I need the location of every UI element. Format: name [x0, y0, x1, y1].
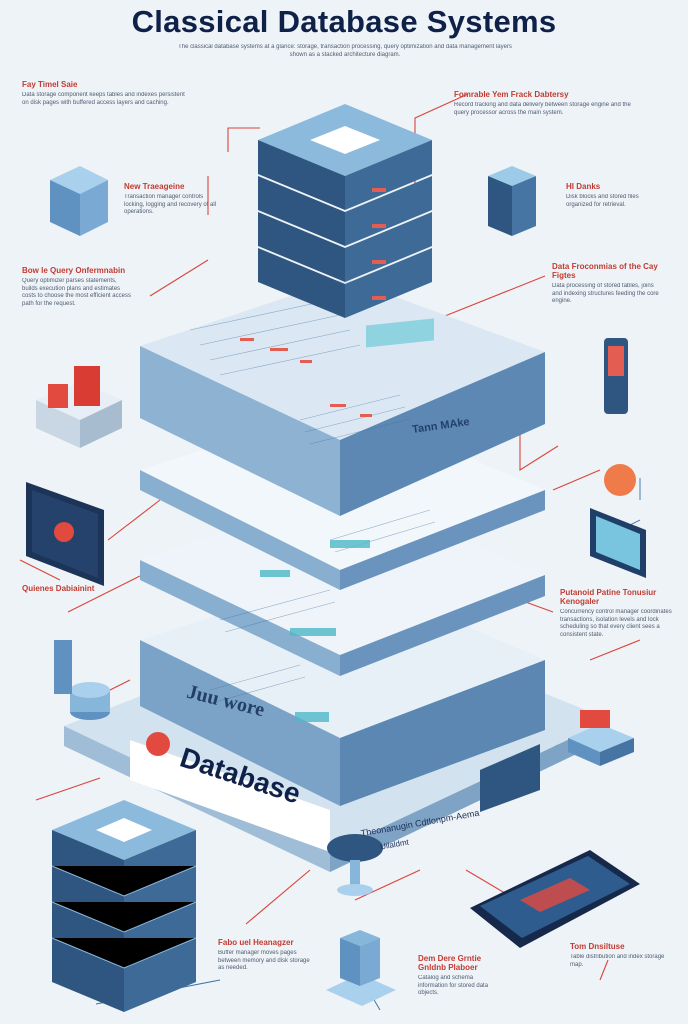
annotation-body: Transaction manager controls locking, lo…: [124, 194, 217, 216]
annotation-quienes: Quienes Dabiainint: [22, 584, 102, 593]
annotation-catalog: Dem Dere Grntie Gnldnb Plaboer Catalog a…: [418, 954, 494, 998]
annotation-body: Data processing of stored tables, joins …: [552, 283, 659, 305]
annotation-concurrency: Putanoid Patine Tonusiur Kenogaler Concu…: [560, 588, 672, 639]
annotation-label: Fomrable Yem Frack Dabtersy: [454, 90, 569, 99]
server-stack-right: [488, 166, 536, 236]
annotation-body: Query optimizer parses statements, build…: [22, 278, 131, 307]
floor-top: [140, 278, 545, 516]
orange-disk-icon: [604, 464, 636, 496]
monitor-small-right: [480, 744, 540, 812]
annotation-label: Putanoid Patine Tonusiur Kenogaler: [560, 588, 657, 606]
annotation-label: Tom Dnsiltuse: [570, 942, 625, 951]
annotation-buffer: Fabo uel Heanagzer Buffer manager moves …: [218, 938, 314, 973]
annotation-label: Data Froconmias of the Cay Figtes: [552, 262, 658, 280]
floor-grid-marks: [189, 299, 436, 703]
annotation-label: HI Danks: [566, 182, 601, 191]
server-small-bottom: [326, 930, 396, 1006]
annotation-transaction: New Traeageine Transaction manager contr…: [124, 182, 220, 217]
floor-teal-marks: [260, 540, 370, 722]
annotation-query: Bow le Query Onfermnabin Query optimizer…: [22, 266, 132, 308]
database-cylinder-icon: [70, 682, 110, 720]
annotation-delivery: Fomrable Yem Frack Dabtersy Record track…: [454, 90, 640, 117]
annotation-disks: HI Danks Disk blocks and stored files or…: [566, 182, 646, 209]
annotation-label: Quienes Dabiainint: [22, 584, 95, 593]
annotation-body: Concurrency control manager coordinates …: [560, 609, 672, 638]
phone-device-icon: [604, 338, 628, 414]
annotation-label: Fay Timel Saie: [22, 80, 78, 89]
annotation-storage: Fay Timel Saie Data storage component ke…: [22, 80, 192, 107]
server-stack-bottom: [51, 800, 197, 1012]
annotation-body: Data storage component keeps tables and …: [22, 92, 185, 106]
annotation-distribution: Tom Dnsiltuse Table distribution and ind…: [570, 942, 666, 969]
monitor-left: [26, 482, 104, 586]
annotation-label: Dem Dere Grntie Gnldnb Plaboer: [418, 954, 482, 972]
pedestal-icon: [327, 834, 383, 896]
annotation-body: Record tracking and data delivery betwee…: [454, 102, 631, 116]
server-stack-top: [258, 104, 432, 318]
pillar-icon: [54, 640, 72, 694]
page-title: Classical Database Systems: [131, 4, 557, 39]
floor-red-marks: [240, 338, 372, 417]
annotation-label: Fabo uel Heanagzer: [218, 938, 294, 947]
database-label-panel: [130, 732, 330, 852]
annotation-label: Bow le Query Onfermnabin: [22, 266, 126, 275]
annotation-body: Buffer manager moves pages between memor…: [218, 950, 310, 972]
red-blocks-icon: [36, 366, 122, 448]
tablet-right-icon: [590, 508, 646, 578]
annotation-body: Table distribution and index storage map…: [570, 954, 665, 968]
intro-text: The classical database systems at a glan…: [178, 44, 512, 58]
red-rack-right: [568, 710, 634, 766]
annotation-data-processing: Data Froconmias of the Cay Figtes Data p…: [552, 262, 664, 306]
annotation-label: New Traeageine: [124, 182, 185, 191]
grid-board-icon: [470, 850, 640, 948]
annotation-body: Catalog and schema information for store…: [418, 975, 489, 997]
disk-stack-left: [50, 166, 108, 236]
annotation-body: Disk blocks and stored files organized f…: [566, 194, 639, 208]
